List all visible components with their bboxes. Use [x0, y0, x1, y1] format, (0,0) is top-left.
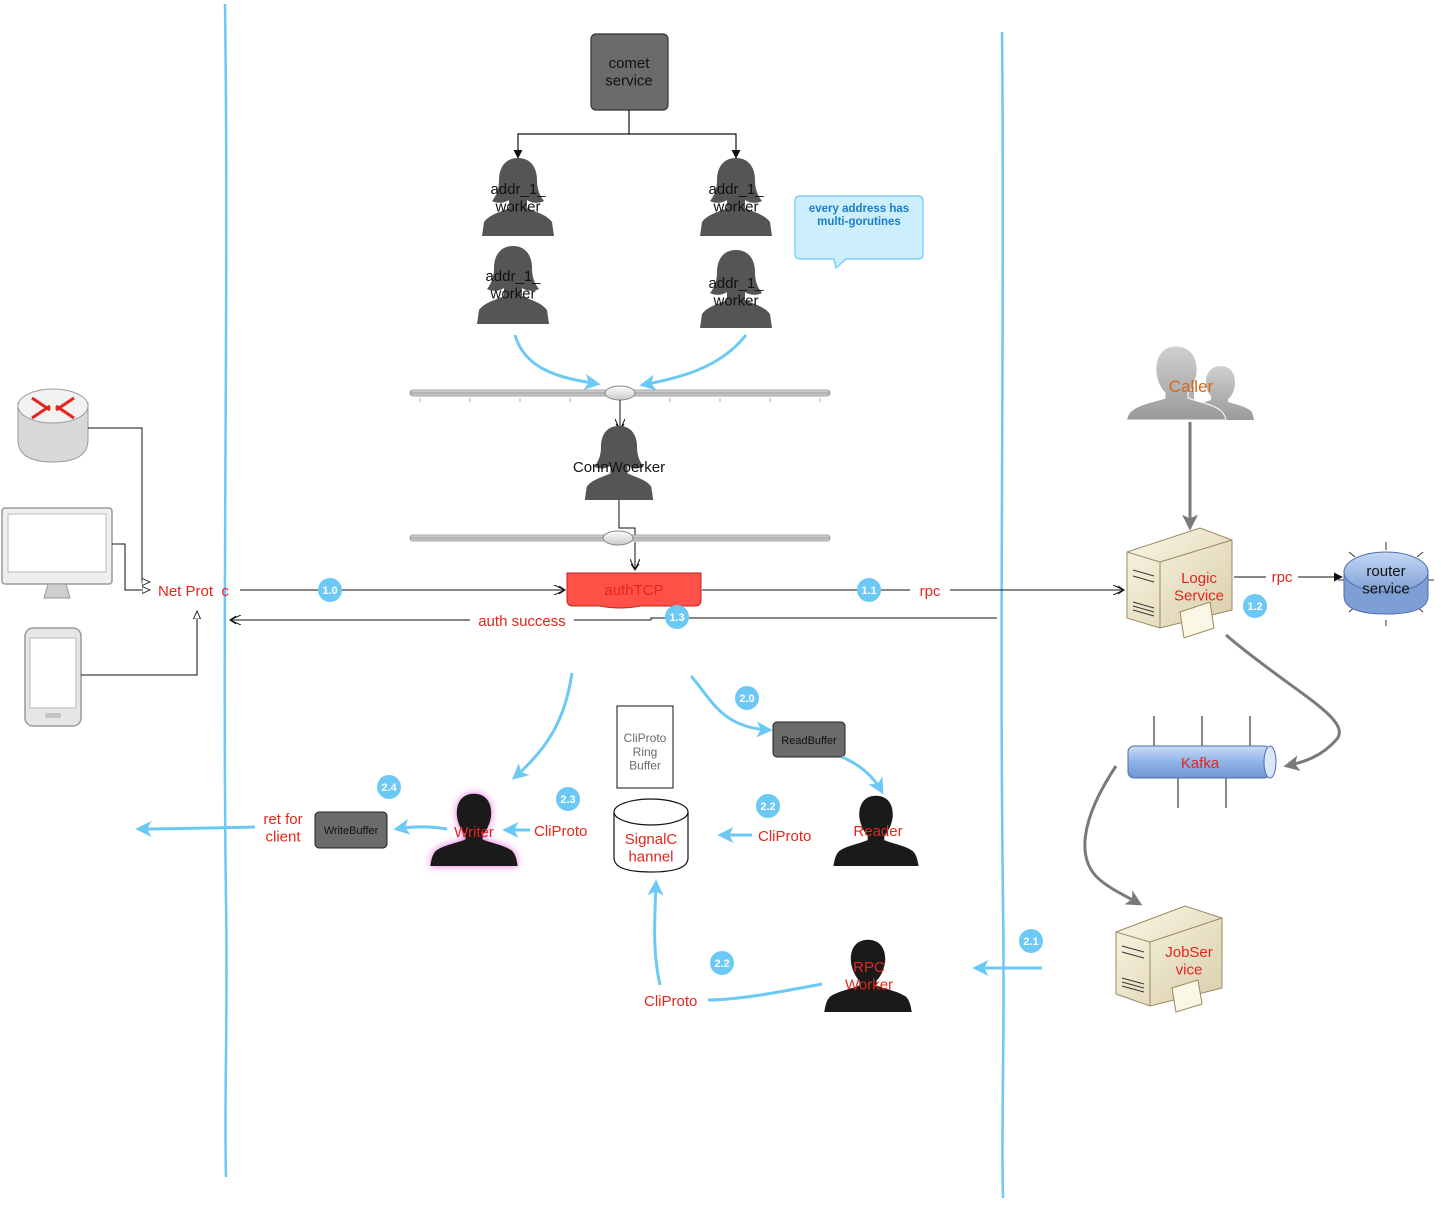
arrow-workers-left-to-slider — [513, 334, 601, 390]
arrow-kafka-to-jobservice — [1083, 765, 1143, 906]
worker-top-left-label: addr_1_worker — [490, 181, 546, 215]
worker-mid-left-label: addr_1_worker — [485, 268, 541, 302]
badge-2-2-reader: 2.2 — [756, 794, 780, 818]
badge-2-0: 2.0 — [735, 686, 759, 710]
badge-1-0: 1.0 — [318, 578, 342, 602]
svg-text:1.1: 1.1 — [861, 585, 876, 597]
arrow-auth-success — [230, 618, 997, 620]
cliproto-writer-label: CliProto — [534, 823, 587, 840]
arrow-cliproto-to-channel — [647, 879, 664, 986]
worker-mid-right-label: addr_1_worker — [708, 275, 764, 309]
badge-2-1: 2.1 — [1019, 929, 1043, 953]
cliproto-reader-label: CliProto — [758, 828, 811, 845]
write-buffer-label: WriteBuffer — [324, 825, 379, 837]
arrow-authtcp-to-writer — [512, 672, 574, 780]
badge-1-3: 1.3 — [665, 605, 689, 629]
worker-top-right-label: addr_1_worker — [708, 181, 764, 215]
slider-top[interactable] — [409, 385, 831, 402]
net-protocol-label: Net Prot c — [158, 583, 229, 600]
arrow-rpcworker-to-channel — [707, 982, 823, 1002]
auth-tcp-box[interactable]: authTCP — [566, 572, 702, 609]
badge-1-1: 1.1 — [857, 578, 881, 602]
rpc-label-2: rpc — [1272, 569, 1293, 586]
worker-mid-right[interactable]: addr_1_worker — [700, 250, 772, 328]
auth-success-label: auth success — [478, 613, 566, 630]
badge-2-3: 2.3 — [556, 787, 580, 811]
slider-bottom-knob[interactable] — [602, 530, 634, 546]
auth-tcp-label: authTCP — [604, 582, 663, 599]
kafka-queue[interactable]: Kafka — [1127, 716, 1277, 808]
badge-2-4: 2.4 — [377, 775, 401, 799]
rpc-label-1: rpc — [920, 583, 941, 600]
svg-text:2.1: 2.1 — [1023, 936, 1038, 948]
svg-text:2.0: 2.0 — [739, 693, 754, 705]
monitor-device-icon — [1, 507, 113, 599]
svg-text:1.2: 1.2 — [1247, 601, 1262, 613]
cliproto-rpc-label: CliProto — [644, 993, 697, 1010]
svg-text:2.2: 2.2 — [714, 958, 729, 970]
badge-1-2: 1.2 — [1243, 594, 1267, 618]
reader-label: Reader — [853, 823, 902, 840]
worker-top-left[interactable]: addr_1_worker — [482, 158, 554, 236]
lane-separator-right — [1000, 31, 1005, 1199]
arrow-writer-to-writebuffer — [393, 818, 448, 835]
arrow-authtcp-to-readbuffer — [689, 675, 773, 738]
arrow-ret-to-client — [135, 820, 256, 837]
caller-icon[interactable]: Caller — [1124, 345, 1254, 421]
connector-connworker-to-slider — [618, 500, 636, 536]
kafka-label: Kafka — [1181, 755, 1220, 772]
worker-mid-left[interactable]: addr_1_worker — [477, 246, 549, 324]
caller-label: Caller — [1169, 377, 1214, 396]
lane-separator-left — [223, 3, 228, 1178]
phone-device-icon — [24, 627, 82, 727]
write-buffer-box[interactable]: WriteBuffer — [314, 811, 388, 849]
svg-text:2.3: 2.3 — [560, 794, 575, 806]
conn-worker-label: ConnWoerker — [573, 459, 665, 476]
writer-label: Writer — [454, 824, 494, 841]
router-device-icon — [17, 388, 89, 463]
writer-worker[interactable]: Writer — [430, 793, 518, 866]
slider-top-knob[interactable] — [604, 385, 636, 401]
arrow-readbuffer-to-reader — [841, 755, 884, 795]
svg-text:2.4: 2.4 — [381, 782, 397, 794]
read-buffer-label: ReadBuffer — [781, 735, 837, 747]
svg-text:1.0: 1.0 — [322, 585, 337, 597]
slider-bottom[interactable] — [409, 530, 831, 546]
worker-top-right[interactable]: addr_1_worker — [700, 158, 772, 236]
arrow-workers-right-to-slider — [639, 334, 748, 391]
badge-2-2-rpc: 2.2 — [710, 951, 734, 975]
reader-worker[interactable]: Reader — [833, 795, 919, 866]
comet-fanout-connector — [513, 110, 741, 159]
svg-text:1.3: 1.3 — [669, 612, 684, 624]
read-buffer-box[interactable]: ReadBuffer — [772, 721, 846, 758]
arrow-logic-to-kafka — [1225, 633, 1341, 772]
conn-worker[interactable]: ConnWoerker — [573, 425, 665, 500]
svg-text:2.2: 2.2 — [760, 801, 775, 813]
device-connectors — [81, 427, 197, 676]
lane-separators — [223, 3, 1005, 1199]
